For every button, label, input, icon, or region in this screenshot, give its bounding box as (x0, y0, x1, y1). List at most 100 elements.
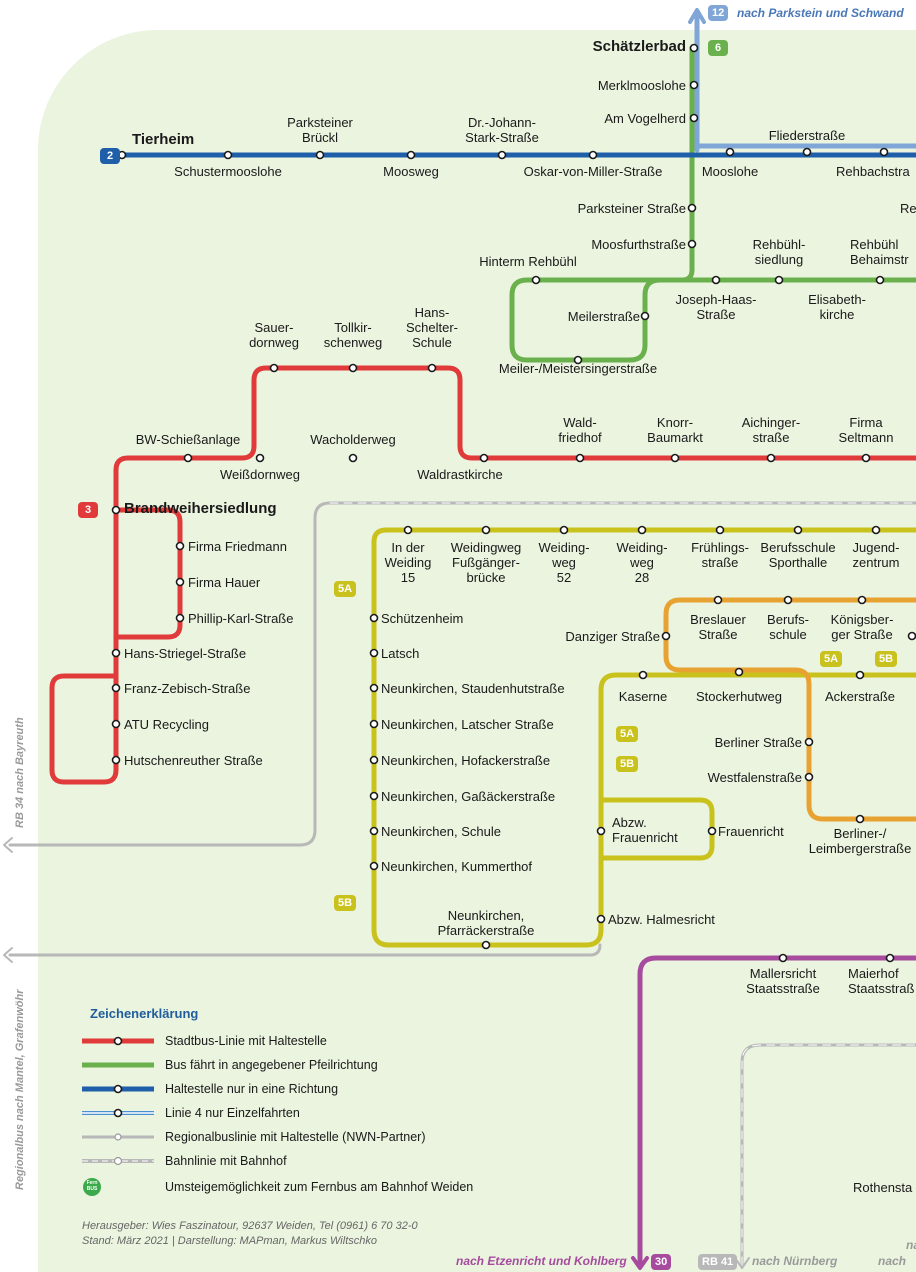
stop-koenigsberger-strasse: Königsber- ger Straße (830, 612, 894, 642)
legend-row-2: Bus fährt in angegebener Pfeilrichtung (165, 1058, 378, 1072)
line-30-route (637, 955, 916, 1268)
stop-weidingweg-52: Weiding- weg 52 (538, 540, 590, 585)
stop-neunkirchen-pfarraeckerstrasse: Neunkirchen, Pfarräckerstraße (437, 908, 535, 938)
stop-am-vogelherd: Am Vogelherd (604, 111, 686, 126)
stop-atu-recycling: ATU Recycling (124, 717, 210, 732)
regional-line-mantel (8, 943, 602, 957)
legend-background (50, 990, 530, 1272)
dest-na-1: na (906, 1238, 916, 1252)
stop-merklmooslohe: Merklmooslohe (597, 78, 686, 93)
stop-wacholderweg: Wacholderweg (310, 432, 396, 447)
rb41-badge: RB 41 (698, 1254, 738, 1270)
legend-row-1: Stadtbus-Linie mit Haltestelle (165, 1034, 327, 1048)
stop-westfalenstrasse: Westfalenstraße (707, 770, 802, 785)
stop-meilerstrasse: Meilerstraße (567, 309, 640, 324)
stop-oskar-von-miller-strasse: Oskar-von-Miller-Straße (523, 164, 663, 179)
stop-joseph-haas-strasse: Joseph-Haas- Straße (675, 292, 757, 322)
stop-ackerstrasse: Ackerstraße (824, 689, 896, 704)
stop-rothenstadt: Rothensta (853, 1180, 913, 1195)
nuernberg-destination: nach Nürnberg (752, 1254, 838, 1268)
stop-weidingweg-28: Weiding- weg 28 (616, 540, 668, 585)
line-6-route (509, 45, 916, 363)
stop-firma-friedmann: Firma Friedmann (188, 539, 287, 554)
stop-waldrastkirche: Waldrastkirche (417, 467, 503, 482)
line-5b-badge: 5B (334, 895, 357, 911)
stop-schaetzlerbad: Schätzlerbad (592, 38, 686, 55)
stop-stockerhutweg: Stockerhutweg (696, 689, 782, 704)
rb34-badge-side: RB 34 nach Bayreuth (14, 717, 26, 828)
stop-neunkirchen-kummerthof: Neunkirchen, Kummerthof (381, 859, 533, 874)
dest-na-2: nach (878, 1254, 907, 1268)
stop-knorr-baumarkt: Knorr- Baumarkt (647, 415, 703, 445)
stop-latsch: Latsch (381, 646, 420, 661)
line-2-badge: 2 (100, 148, 120, 164)
stop-maierhof-staatsstrasse: Maierhof Staatsstraß (848, 966, 915, 996)
line-5b-badge-3: 5B (616, 756, 639, 772)
legend-row-7: Umsteigemöglichkeit zum Fernbus am Bahnh… (165, 1180, 474, 1194)
legend-title: Zeichenerklärung (90, 1006, 199, 1021)
stop-fruehlingsstrasse: Frühlings- straße (691, 540, 749, 570)
stop-rehbuehl-behaim: Rehbühl Behaimstr (850, 237, 909, 267)
stop-mallersricht-staatsstrasse: Mallersricht Staatsstraße (746, 966, 820, 996)
stop-kaserne: Kaserne (618, 689, 668, 704)
stop-breslauer-strasse: Breslauer Straße (690, 612, 746, 642)
stop-rehbachstrasse: Rehbachstra (836, 164, 910, 179)
stop-re: Re (900, 201, 916, 216)
stop-neunkirchen-staudenhutstrasse: Neunkirchen, Staudenhutstraße (381, 681, 565, 696)
line-5b-badge-2: 5B (875, 651, 898, 667)
stop-berliner-strasse: Berliner Straße (714, 735, 802, 750)
line-5a-badge-2: 5A (820, 651, 843, 667)
line-30-destination: nach Etzenricht und Kohlberg (456, 1254, 627, 1268)
stop-berliner-leimbergerstrasse: Berliner-/ Leimbergerstraße (808, 826, 912, 856)
stop-abzw-halmesricht: Abzw. Halmesricht (608, 912, 715, 927)
stop-fliederstrasse: Fliederstraße (768, 128, 846, 143)
rail-line-nuernberg (740, 1043, 916, 1267)
line-5-route (371, 527, 916, 948)
legend-symbols (82, 1036, 154, 1196)
stop-jugendzentrum: Jugend- zentrum (852, 540, 900, 570)
stop-parksteiner-brueckl: Parksteiner Brückl (287, 115, 353, 145)
stop-neunkirchen-gassaeckerstrasse: Neunkirchen, Gaßäckerstraße (381, 789, 556, 804)
stop-neunkirchen-schule: Neunkirchen, Schule (381, 824, 501, 839)
line-5a-badge-3: 5A (616, 726, 639, 742)
line-3-badge: 3 (78, 502, 98, 518)
stop-meistersingerstrasse: Meiler-/Meistersingerstraße (498, 361, 658, 376)
footer-date: Stand: März 2021 | Darstellung: MAPman, … (82, 1235, 377, 1247)
stop-rehbuehl-siedlung: Rehbühl- siedlung (752, 237, 806, 267)
stop-hans-striegel-strasse: Hans-Striegel-Straße (124, 646, 247, 661)
stop-sauerdornweg: Sauer- dornweg (249, 320, 299, 350)
stop-waldfriedhof: Wald- friedhof (558, 415, 602, 445)
line-30-badge: 30 (651, 1254, 672, 1270)
stop-bw-schiessanlage: BW-Schießanlage (135, 432, 241, 447)
stop-hutschenreuther-strasse: Hutschenreuther Straße (124, 753, 263, 768)
footer-publisher: Herausgeber: Wies Faszinatour, 92637 Wei… (82, 1220, 418, 1232)
stop-mooslohe: Mooslohe (701, 164, 759, 179)
line-6-badge: 6 (708, 40, 728, 56)
stop-moosfurthstrasse: Moosfurthstraße (591, 237, 686, 252)
stop-franz-zebisch-strasse: Franz-Zebisch-Straße (124, 681, 251, 696)
legend-row-5: Regionalbuslinie mit Haltestelle (NWN-Pa… (165, 1130, 426, 1144)
stop-hans-schelter-schule: Hans- Schelter- Schule (405, 305, 459, 350)
fernbus-icon: Fern BUS (86, 1180, 98, 1192)
stop-hinterm-rehbuehl: Hinterm Rehbühl (479, 254, 577, 269)
stop-weidingweg-fussgaengerbruecke: Weidingweg Fußgänger- brücke (450, 540, 522, 585)
stop-abzw-frauenricht: Abzw. Frauenricht (612, 815, 678, 845)
stop-in-der-weiding-15: In der Weiding 15 (384, 540, 432, 585)
stop-weissdornweg: Weißdornweg (220, 467, 300, 482)
stop-firma-hauer: Firma Hauer (188, 575, 261, 590)
stop-berufsschule: Berufs- schule (767, 612, 809, 642)
stop-schuetzenheim: Schützenheim (381, 611, 464, 626)
stop-dr-johann-stark-strasse: Dr.-Johann- Stark-Straße (465, 115, 539, 145)
stop-schustermooslohe: Schustermooslohe (174, 164, 282, 179)
stop-parksteiner-strasse: Parksteiner Straße (577, 201, 686, 216)
stop-brandweihersiedlung: Brandweihersiedlung (124, 500, 277, 517)
legend-row-6: Bahnlinie mit Bahnhof (165, 1154, 287, 1168)
stop-neunkirchen-hofackerstrasse: Neunkirchen, Hofackerstraße (381, 753, 551, 768)
stop-berufsschule-sporthalle: Berufsschule Sporthalle (760, 540, 836, 570)
stop-tollkirschenweg: Tollkir- schenweg (323, 320, 383, 350)
stop-firma-seltmann: Firma Seltmann (838, 415, 894, 445)
stop-aichingerstrasse: Aichinger- straße (741, 415, 801, 445)
stop-frauenricht: Frauenricht (718, 824, 784, 839)
